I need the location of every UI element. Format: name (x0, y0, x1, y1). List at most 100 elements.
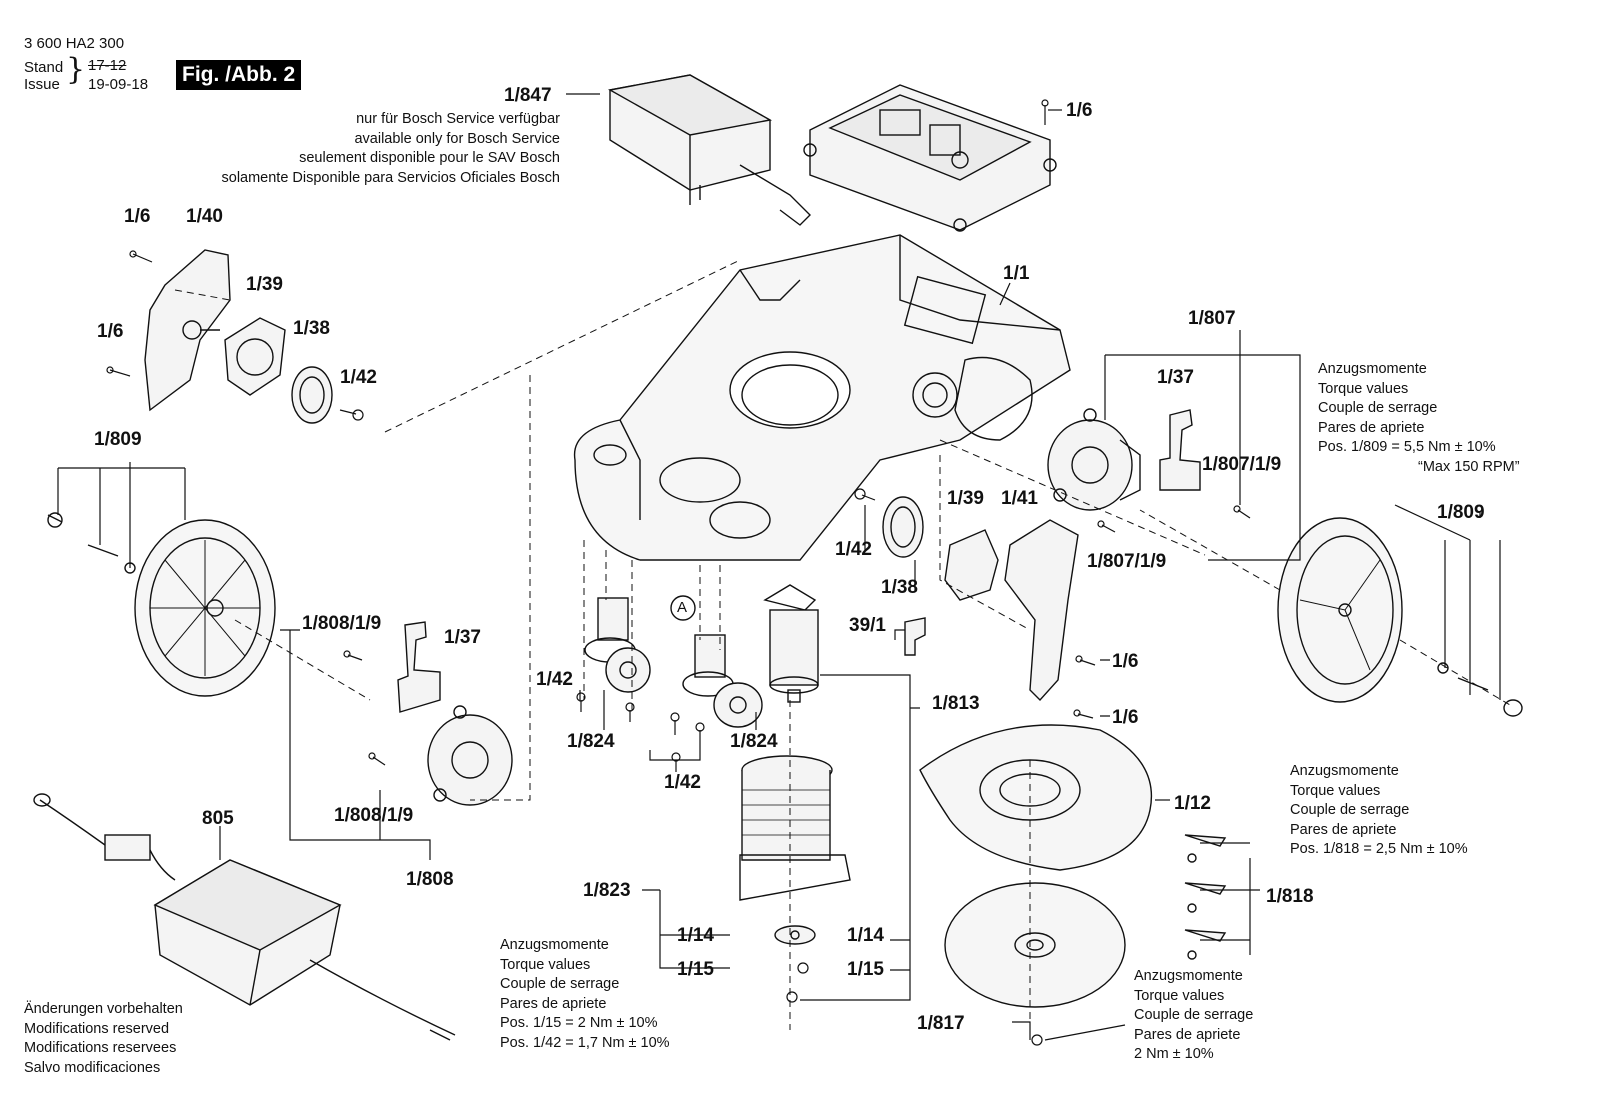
part-label-1-808-1-9: 1/808/1/9 (334, 805, 414, 826)
part-label-1-42: 1/42 (536, 669, 573, 690)
plate-1-14 (774, 925, 816, 945)
part-label-1-6: 1/6 (1066, 100, 1093, 121)
drive-motor-1-824-a (584, 597, 651, 693)
charger-805 (33, 793, 456, 1041)
part-label-1-14: 1/14 (847, 925, 884, 946)
torque-note-line: Pos. 1/15 = 2 Nm ± 10% (500, 1015, 658, 1032)
figure-label: Fig. /Abb. 2 (176, 60, 302, 90)
part-label-1-1: 1/1 (1003, 263, 1030, 284)
part-label-1-41: 1/41 (1001, 488, 1038, 509)
footer-note-line: Modifications reserved (24, 1020, 170, 1037)
stand-label: Stand (24, 59, 64, 76)
torque-note-line: Couple de serrage (1318, 400, 1438, 417)
torque-note-1-818: Anzugsmomente Torque values Couple de se… (1290, 762, 1468, 860)
callout-a-circle (670, 595, 696, 621)
part-label-1-824: 1/824 (730, 731, 778, 752)
part-label-1-39: 1/39 (947, 488, 984, 509)
part-label-1-39: 1/39 (246, 274, 283, 295)
footer-note-line: Änderungen vorbehalten (24, 1001, 183, 1017)
torque-note-line: Pos. 1/42 = 1,7 Nm ± 10% (500, 1034, 670, 1051)
service-note-line: nur für Bosch Service verfügbar (356, 111, 560, 127)
issue-date: 19-09-18 (88, 76, 149, 93)
blade-motor-1-813 (763, 584, 819, 703)
chassis-1-1 (573, 234, 1071, 561)
wheel-cap-1-38-left (291, 366, 333, 424)
document-number: 3 600 HA2 300 (24, 35, 125, 52)
pin-39-1 (904, 617, 926, 656)
blade-guard-1-12 (919, 724, 1153, 871)
service-note-line: seulement disponible pour le SAV Bosch (299, 150, 560, 167)
torque-note-line: Pares de apriete (1318, 419, 1425, 436)
wheel-cap-1-38-mid (882, 496, 924, 558)
part-label-805: 805 (202, 808, 234, 829)
torque-note-line: Couple de serrage (500, 976, 620, 993)
wheel-hub-1-39-mid (944, 529, 999, 601)
part-label-1-808: 1/808 (406, 869, 454, 890)
electronics-box-1-847 (607, 74, 811, 226)
torque-note-line: Couple de serrage (1134, 1007, 1254, 1024)
wheel-right-1-809 (1277, 517, 1523, 717)
blade-disc-1-817 (944, 882, 1126, 1008)
service-note-line: available only for Bosch Service (354, 130, 560, 147)
part-label-1-847: 1/847 (504, 85, 552, 106)
footer-note: Änderungen vorbehalten Modifications res… (24, 1000, 183, 1078)
part-label-1-37: 1/37 (444, 627, 481, 648)
part-label-1-808-1-9: 1/808/1/9 (302, 613, 382, 634)
service-note-line: solamente Disponible para Servicios Ofic… (221, 169, 561, 186)
part-label-1-40: 1/40 (186, 206, 223, 227)
torque-note-line: Anzugsmomente (1134, 968, 1243, 984)
torque-note-line: Pares de apriete (1290, 821, 1397, 838)
torque-note-line: Anzugsmomente (500, 937, 609, 953)
torque-note-line: Torque values (500, 956, 591, 973)
part-label-1-823: 1/823 (583, 880, 631, 901)
part-label-1-807-1-9: 1/807/1/9 (1202, 454, 1282, 475)
motor-bracket-1-37-right (1159, 409, 1201, 491)
guide-lines (174, 259, 1511, 1030)
part-label-1-37: 1/37 (1157, 367, 1194, 388)
drive-motor-1-824-b (682, 634, 763, 728)
part-label-1-15: 1/15 (677, 959, 714, 980)
part-label-1-817: 1/817 (917, 1013, 965, 1034)
part-label-1-824: 1/824 (567, 731, 615, 752)
brace-symbol: } (66, 52, 86, 87)
part-label-1-42: 1/42 (664, 772, 701, 793)
part-label-1-809: 1/809 (94, 429, 142, 450)
part-label-1-14: 1/14 (677, 925, 714, 946)
service-note: nur für Bosch Service verfügbar availabl… (160, 110, 561, 188)
footer-note-line: Modifications reservees (24, 1040, 177, 1057)
circuit-board-tray (803, 84, 1057, 232)
torque-note-line: Pares de apriete (500, 995, 607, 1012)
torque-note-line: Pos. 1/809 = 5,5 Nm ± 10% (1318, 439, 1496, 456)
gear-motor-1-808 (427, 705, 513, 806)
torque-note-1-809: Anzugsmomente Torque values Couple de se… (1318, 360, 1520, 477)
part-label-1-6: 1/6 (1112, 707, 1139, 728)
leader-lines (57, 93, 1501, 1041)
side-cover-1-40 (144, 249, 231, 412)
gear-motor-1-807 (1047, 408, 1141, 511)
callout-a-label: A (677, 599, 688, 616)
part-label-1-807: 1/807 (1188, 308, 1236, 329)
footer-note-line: Salvo modificaciones (24, 1059, 161, 1076)
part-label-1-42: 1/42 (340, 367, 377, 388)
part-label-1-38: 1/38 (293, 318, 330, 339)
torque-note-line: Torque values (1290, 782, 1381, 799)
stand-date: 17-12 (88, 57, 127, 74)
part-label-1-38: 1/38 (881, 577, 918, 598)
motor-bracket-1-37-left (397, 621, 441, 713)
part-label-1-813: 1/813 (932, 693, 980, 714)
arm-1-41 (1004, 519, 1079, 702)
motor-housing-1-823 (739, 755, 851, 901)
part-label-1-42: 1/42 (835, 539, 872, 560)
part-label-1-12: 1/12 (1174, 793, 1211, 814)
part-label-1-15: 1/15 (847, 959, 884, 980)
torque-note-line: Pos. 1/818 = 2,5 Nm ± 10% (1290, 841, 1468, 858)
torque-note-line: 2 Nm ± 10% (1134, 1046, 1214, 1063)
screws (106, 99, 1251, 1046)
torque-note-line: Couple de serrage (1290, 802, 1410, 819)
wheel-left-1-809 (47, 512, 276, 697)
part-label-1-818: 1/818 (1266, 886, 1314, 907)
torque-note-line: Torque values (1318, 380, 1409, 397)
torque-note-line: “Max 150 RPM” (1418, 458, 1520, 475)
